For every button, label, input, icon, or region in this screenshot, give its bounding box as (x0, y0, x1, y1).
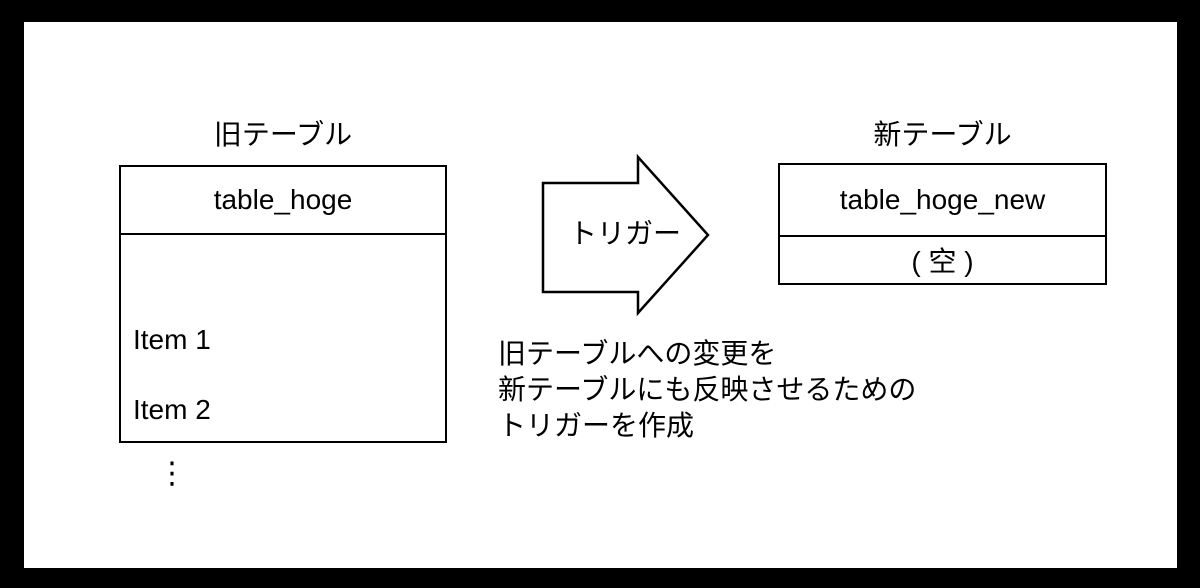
table-row: Item 1 (133, 324, 211, 355)
vertical-ellipsis: ⋮ (157, 457, 187, 490)
old-table-header: table_hoge (121, 167, 445, 235)
trigger-arrow-shape (541, 153, 710, 317)
caption-line: 新テーブルにも反映させるための (498, 374, 917, 405)
caption-text: 旧テーブルへの変更を 新テーブルにも反映させるための トリガーを作成 (498, 336, 916, 444)
table-row: Item 2 (133, 394, 211, 425)
old-table: table_hoge Item 1 Item 2 ⋮ (119, 165, 447, 489)
old-table-title: 旧テーブル (213, 119, 353, 150)
trigger-arrow-label: トリガー (568, 218, 681, 249)
new-table-header: table_hoge_new (780, 165, 1105, 237)
new-table-title: 新テーブル (873, 119, 1012, 150)
new-table: table_hoge_new ( 空 ) (778, 163, 1107, 285)
caption-line: トリガーを作成 (498, 410, 695, 441)
caption-line: 旧テーブルへの変更を (498, 338, 777, 369)
new-table-empty-row: ( 空 ) (911, 246, 974, 277)
old-table-body: Item 1 Item 2 ⋮ (121, 235, 445, 489)
